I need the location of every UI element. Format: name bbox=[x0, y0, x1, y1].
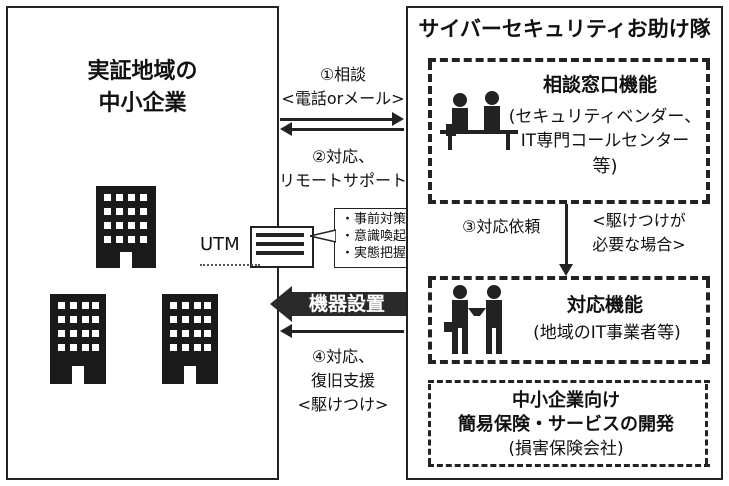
flow4-arrow bbox=[292, 330, 404, 333]
consult-dashed-bottom bbox=[428, 200, 710, 204]
flow4-label-line1: ④対応、 bbox=[311, 347, 375, 366]
device-install-label: 機器設置 bbox=[308, 293, 385, 315]
consult-people-icon bbox=[440, 91, 518, 150]
helpteam-title: サイバーセキュリティお助け隊 bbox=[418, 17, 711, 41]
sme-title-line1: 実証地域の bbox=[87, 59, 198, 84]
bubble-item: 意識喚起 bbox=[341, 228, 453, 245]
flow1-arrow bbox=[280, 118, 392, 121]
insurance-line3: (損害保険会社) bbox=[508, 439, 624, 459]
flow4-label-line3: <駆けつけ> bbox=[297, 395, 389, 414]
flow3-label: ③対応依頼 bbox=[462, 217, 541, 236]
flow1-label-line2: <電話orメール> bbox=[281, 89, 405, 108]
consult-line3: 等) bbox=[592, 156, 618, 177]
arrow-head-down-icon bbox=[559, 264, 573, 276]
bubble-pointer bbox=[310, 229, 336, 243]
utm-functions-bubble: 事前対策 意識喚起 実態把握 等 bbox=[334, 208, 460, 268]
handshake-icon bbox=[444, 285, 502, 354]
arrow-head-right-icon bbox=[392, 112, 404, 126]
arrow-head-left-icon bbox=[280, 324, 292, 338]
insurance-dashed-bottom bbox=[428, 464, 710, 467]
flow2-label-line2: リモートサポート bbox=[278, 171, 407, 190]
building-icon bbox=[162, 294, 218, 384]
support-dashed-bottom bbox=[428, 360, 710, 364]
consult-title: 相談窓口機能 bbox=[542, 74, 657, 96]
utm-device-icon bbox=[250, 226, 314, 268]
flow4-label-line2: 復旧支援 bbox=[310, 371, 375, 390]
flow1-label-line1: ①相談 bbox=[319, 65, 367, 84]
consult-line1: (セキュリティベンダー、 bbox=[508, 107, 702, 127]
helpteam-box bbox=[406, 6, 723, 480]
utm-label: UTM bbox=[200, 234, 240, 255]
flow3-note-line1: <駆けつけが bbox=[592, 211, 686, 230]
insurance-line1: 中小企業向け bbox=[512, 390, 620, 411]
flow3-note-line2: 必要な場合> bbox=[592, 235, 686, 254]
support-line1: (地域のIT事業者等) bbox=[533, 323, 681, 343]
building-icon bbox=[96, 186, 156, 268]
support-dashed-sides bbox=[428, 280, 710, 362]
sme-title-line2: 中小企業 bbox=[98, 91, 187, 116]
insurance-dashed-top bbox=[428, 380, 710, 383]
support-dashed-top bbox=[428, 276, 710, 280]
consult-line2: IT専門コールセンター bbox=[520, 131, 690, 151]
bubble-item: 実態把握 等 bbox=[341, 245, 453, 262]
building-icon bbox=[50, 294, 106, 384]
flow3-arrow bbox=[565, 204, 568, 266]
flow2-arrow bbox=[292, 128, 404, 131]
device-install-arrow bbox=[270, 286, 406, 322]
flow2-label-line1: ②対応、 bbox=[311, 147, 375, 166]
utm-cable bbox=[200, 264, 260, 268]
consult-dashed-top bbox=[428, 58, 710, 62]
consult-dashed-sides bbox=[428, 62, 710, 202]
arrow-head-left-icon bbox=[280, 122, 292, 136]
support-title: 対応機能 bbox=[566, 294, 643, 316]
insurance-line2: 簡易保険・サービスの開発 bbox=[458, 414, 674, 435]
bubble-item: 事前対策 bbox=[341, 211, 453, 228]
insurance-dashed-sides bbox=[428, 384, 708, 464]
